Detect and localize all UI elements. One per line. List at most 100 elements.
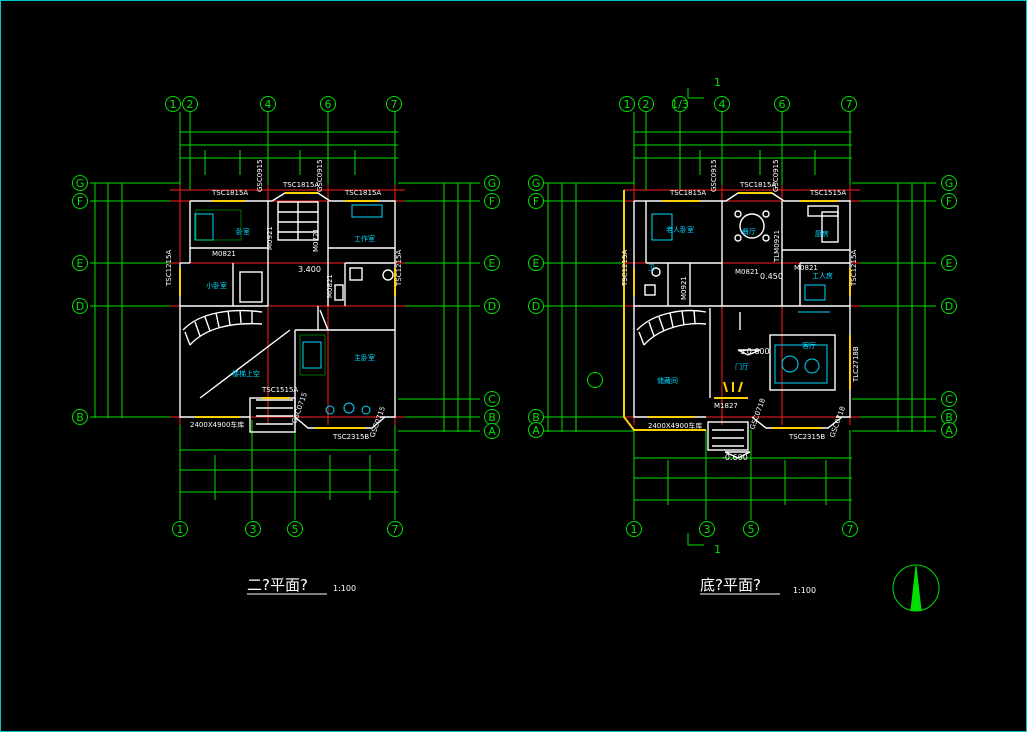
second-plan-axis-left-1-circle [72, 193, 88, 209]
ground-plan-axis-right-1-label: F [946, 195, 952, 208]
ground-plan-axis-right-5-label: A [945, 424, 953, 437]
second-plan-axis-top-2-circle [260, 96, 276, 112]
ground-plan-axis-right-2-circle [941, 255, 957, 271]
second-plan-window-label-5: TSC1215A [165, 250, 173, 287]
ground-plan-room-2: 厨房 [815, 229, 829, 238]
ground-plan-axis-top-0-label: 1 [624, 98, 631, 111]
windows [623, 190, 851, 431]
ground-plan-axis-top-2: 1/3 [671, 96, 689, 112]
ground-plan-elevation-1: ±0.000 [740, 347, 770, 356]
ground-plan-axis-left-2-circle [528, 255, 544, 271]
second-plan-axis-left-0-label: G [76, 177, 85, 190]
second-plan-elevation: 3.400 [298, 265, 321, 274]
ground-plan-axis-top-3-circle [714, 96, 730, 112]
second-plan-axis-top-4: 7 [386, 96, 402, 112]
ground-plan-room-5: 客厅 [802, 341, 816, 350]
second-plan-axis-right-extra-1-circle [484, 423, 500, 439]
elevation-markers [724, 349, 761, 459]
second-plan-axis-top-3-label: 6 [325, 98, 332, 111]
second-plan-axis-left-3-circle [72, 298, 88, 314]
ground-plan-window-label-2: TSC1515A [809, 189, 846, 197]
second-plan-axis-bottom-3: 7 [387, 521, 403, 537]
second-plan-axis-right-0: G [484, 175, 500, 191]
side-dimension-lines [90, 182, 480, 432]
ground-plan-axis-bottom-3-label: 7 [847, 523, 854, 536]
ground-plan-window-label-9: GSC0718 [748, 397, 767, 430]
ground-plan-axis-top-3: 4 [714, 96, 730, 112]
side-dimension-lines [543, 182, 936, 432]
ground-plan-room-0: 老人卧室 [666, 225, 694, 234]
top-dimension-lines [179, 112, 398, 190]
second-plan-axis-bottom-3-label: 7 [392, 523, 399, 536]
second-plan-window-label-1: TSC1815A [282, 181, 319, 189]
ground-plan-axis-left-1-label: F [533, 195, 539, 208]
second-plan-axis-left-2: E [72, 255, 88, 271]
ground-plan-elevation-0: 0.450 [760, 272, 783, 281]
section-mark-top [687, 88, 704, 99]
ground-plan-window-label-0: TSC1815A [669, 189, 706, 197]
second-plan-window-label-6: TSC1215A [395, 250, 403, 287]
second-plan-window-label-3: GSC0915 [256, 159, 264, 192]
second-plan-axis-left-1-label: F [77, 195, 83, 208]
ground-plan-axis-right-5-circle [941, 422, 957, 438]
bottom-dimension-lines [633, 430, 852, 520]
ground-plan-axis-top-2-label: 1/3 [671, 98, 689, 111]
ground-plan-axis-left-1: F [528, 193, 544, 209]
second-plan-axis-right-1: F [484, 193, 500, 209]
ground-plan-axis-right-4-label: B [945, 411, 953, 424]
ground-plan-axis-right-0: G [941, 175, 957, 191]
second-plan-window-label-10: GSC0715 [368, 405, 387, 438]
ground-plan-room-1: 餐厅 [742, 227, 756, 236]
second-plan-axis-left-2-label: E [77, 257, 84, 270]
second-plan-axis-left-4-label: B [76, 411, 84, 424]
ground-plan-axis-top-3-label: 4 [719, 98, 726, 111]
ground-plan-axis-top-5-circle [841, 96, 857, 112]
second-plan-window-label-2: TSC1815A [344, 189, 381, 197]
ground-plan-axis-right-2-label: E [946, 257, 953, 270]
second-plan-axis-bottom-1-circle [245, 521, 261, 537]
second-plan-axis-bottom-0-label: 1 [177, 523, 184, 536]
ground-plan-axis-left-3-circle [528, 298, 544, 314]
second-plan-door-label-1: M0921 [266, 226, 274, 250]
ground-plan-axis-bottom-3-circle [842, 521, 858, 537]
second-plan-room-3: 主卧室 [354, 353, 375, 362]
second-plan-axis-left-4: B [72, 409, 88, 425]
second-plan-axis-top-0: 1 [165, 96, 181, 112]
ground-plan-axis-right-1-circle [941, 193, 957, 209]
ground-plan-axis-top-5-label: 7 [846, 98, 853, 111]
ground-plan-section-mark-label-0: 1 [714, 76, 721, 89]
ground-plan-axis-right-0-circle [941, 175, 957, 191]
ground-plan-axis-top-0-circle [619, 96, 635, 112]
windows [179, 192, 396, 429]
second-plan-axis-top-1-circle [182, 96, 198, 112]
second-plan-axis-right-0-circle [484, 175, 500, 191]
second-plan-door-label-2: M0721 [312, 228, 320, 252]
second-floor-plan [90, 112, 480, 520]
ground-plan-detail-bubble [587, 372, 603, 388]
spiral-staircase [636, 309, 749, 451]
second-plan-axis-bottom-3-circle [387, 521, 403, 537]
ground-plan-axis-left-0-label: G [532, 177, 541, 190]
second-plan-axis-bottom-0-circle [172, 521, 188, 537]
second-plan-axis-top-4-circle [386, 96, 402, 112]
furniture [194, 204, 394, 415]
ground-plan-axis-bottom-1: 3 [699, 521, 715, 537]
second-plan-axis-left-4-circle [72, 409, 88, 425]
second-plan-axis-right-1-circle [484, 193, 500, 209]
second-plan-axis-right-1-label: F [489, 195, 495, 208]
ground-plan-door-label-2: M0821 [735, 268, 759, 276]
ground-plan-axis-left-2-label: E [533, 257, 540, 270]
second-plan-axis-right-2-circle [484, 255, 500, 271]
ground-plan-axis-bottom-1-circle [699, 521, 715, 537]
second-plan-axis-right-extra-0: C [484, 391, 500, 407]
second-plan-window-label-4: GSC0915 [316, 159, 324, 192]
ground-plan-axis-right-3-label: D [945, 300, 953, 313]
ground-plan-axis-bottom-2-label: 5 [748, 523, 755, 536]
second-plan-scale: 1:100 [333, 584, 356, 593]
ground-plan-axis-bottom-2: 5 [743, 521, 759, 537]
ground-plan-axis-top-4-circle [774, 96, 790, 112]
second-plan-room-4: 楼梯上空 [232, 369, 260, 378]
ground-plan-axis-right-0-label: G [945, 177, 954, 190]
ground-plan-door-label-0: M0921 [680, 276, 688, 300]
